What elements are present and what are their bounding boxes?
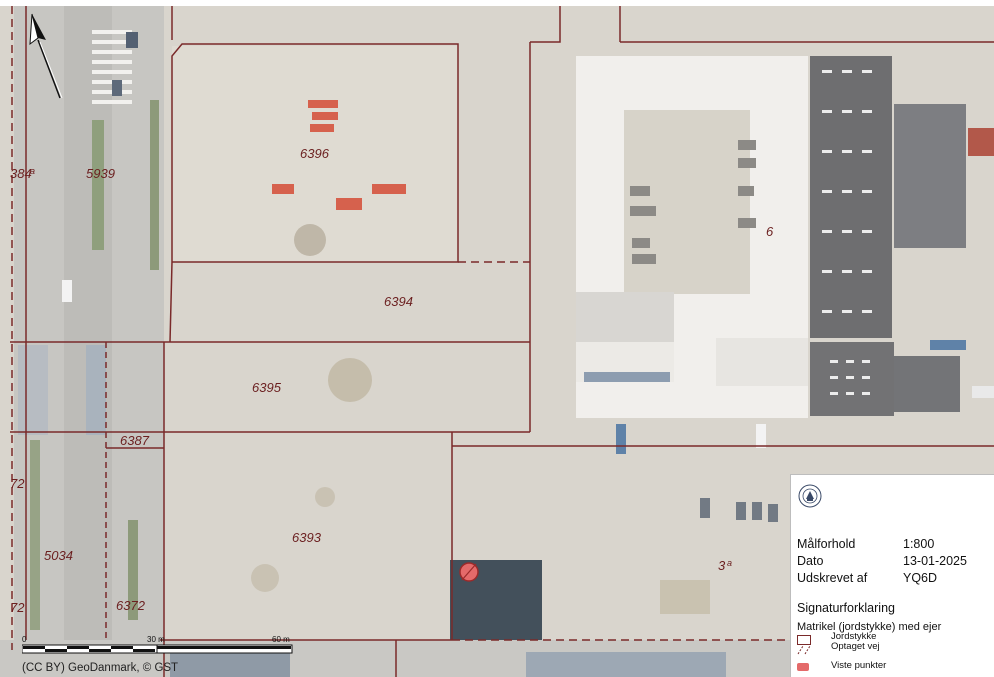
map-credit: (CC BY) GeoDanmark, © GST <box>22 662 179 674</box>
parcel-label: 3 <box>718 558 726 573</box>
road-block <box>86 345 106 435</box>
parcel-label: 6396 <box>300 146 330 161</box>
container <box>616 424 626 454</box>
point-swatch <box>797 663 809 671</box>
legend-item-points: Viste punkter <box>831 660 887 671</box>
vehicle <box>972 386 994 398</box>
map-top-margin <box>0 0 994 6</box>
sand-pile <box>294 224 326 256</box>
courtyard <box>624 110 750 294</box>
parcel-label: 5034 <box>44 548 73 563</box>
north-arrow-icon <box>29 13 63 99</box>
legend-panel: Målforhold 1:800 Dato 13-01-2025 Udskrev… <box>790 474 994 677</box>
storage-roof <box>894 356 960 412</box>
construction-materials <box>272 100 406 210</box>
parcel-label: 5939 <box>86 166 115 181</box>
solar-panels <box>584 372 670 382</box>
scale-ratio-value: 1:800 <box>903 537 935 551</box>
green-strip-lower <box>30 440 40 630</box>
parked-cars <box>630 140 756 264</box>
building-wing <box>716 338 808 386</box>
roof-windows <box>822 70 872 395</box>
parcel-label: 72 <box>10 476 25 491</box>
parcel-label: 6372 <box>116 598 146 613</box>
parcel-boundaries <box>10 6 994 677</box>
sand-area <box>660 580 710 614</box>
parcel-label-suffix: a <box>727 558 732 568</box>
legend-item-road: Optaget vej <box>831 641 880 652</box>
printed-by-label: Udskrevet af <box>797 571 868 585</box>
date-value: 13-01-2025 <box>903 554 967 568</box>
sand-pile <box>328 358 372 402</box>
vehicle <box>126 32 138 48</box>
parcel-label: 72 <box>10 600 25 615</box>
dark-roof <box>810 56 892 338</box>
scale-label-end: 60 m <box>272 635 290 644</box>
green-strip-lower-right <box>128 520 138 620</box>
green-strip <box>150 100 159 270</box>
road-block <box>18 345 48 435</box>
building-wing <box>576 292 674 342</box>
parcel-swatch <box>797 635 811 645</box>
red-roof <box>968 128 994 156</box>
scale-bar <box>22 644 293 654</box>
municipality-seal-icon <box>798 484 822 508</box>
bottom-roof <box>526 652 726 677</box>
legend-heading: Signaturforklaring <box>797 601 895 615</box>
storage-roof <box>894 104 966 248</box>
parcel-label: 384 <box>10 166 32 181</box>
sand-pile <box>315 487 335 507</box>
point-marker-slash <box>461 563 477 581</box>
sand-pile <box>251 564 279 592</box>
date-label: Dato <box>797 554 824 568</box>
parcel-label: 6395 <box>252 380 282 395</box>
legend-subheading: Matrikel (jordstykke) med ejer <box>797 621 942 633</box>
scale-label-middle: 30 m <box>147 635 165 644</box>
parcel-label-suffix: a <box>30 166 35 176</box>
parked-cars-lower <box>700 498 778 522</box>
vehicle <box>112 80 122 96</box>
parcel-label: 6394 <box>384 294 413 309</box>
parcel-label: 6 <box>766 224 774 239</box>
legend-item-parcel: Jordstykke <box>831 631 877 642</box>
vehicle <box>62 280 72 302</box>
vehicle <box>756 424 766 448</box>
parcel-label: 6387 <box>120 433 150 448</box>
scale-label-start: 0 <box>22 635 27 644</box>
road-swatch <box>797 645 811 655</box>
median-strip <box>92 120 104 250</box>
parcel-label: 6393 <box>292 530 322 545</box>
parcel-boundary-6396 <box>171 43 459 263</box>
printed-by-value: YQ6D <box>903 571 938 585</box>
container <box>930 340 966 350</box>
scale-ratio-label: Målforhold <box>797 537 856 551</box>
